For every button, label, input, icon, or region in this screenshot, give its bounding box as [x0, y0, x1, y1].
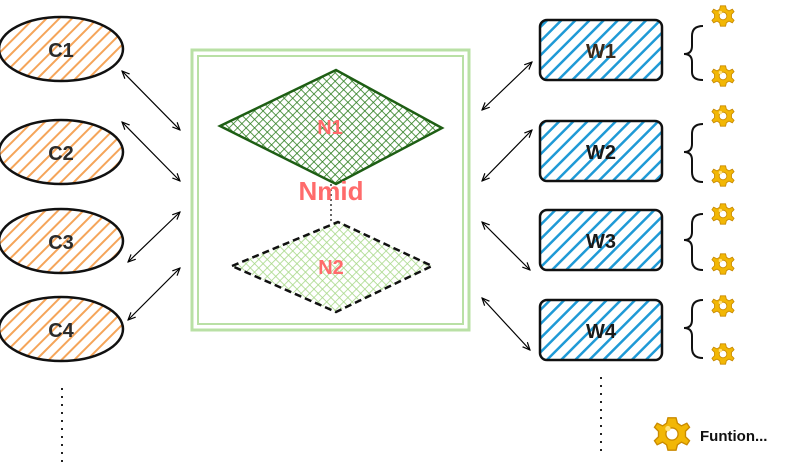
link-w2: [482, 130, 532, 181]
client-c1[interactable]: C1: [0, 15, 125, 83]
link-c2: [122, 122, 180, 181]
worker-braces: [683, 25, 704, 359]
brace-w1: [683, 25, 704, 81]
worker-links: [482, 62, 532, 350]
link-w4: [482, 298, 530, 350]
node-n2[interactable]: N2: [228, 220, 435, 314]
worker-w3-label: W3: [586, 231, 616, 253]
gear-icon: [711, 165, 735, 187]
gear-icon: [711, 295, 735, 317]
client-c4-label: C4: [48, 320, 74, 342]
brace-w2: [683, 123, 704, 183]
gear-icon: [711, 343, 735, 365]
legend-label: Funtion...: [700, 428, 767, 445]
gear-icon: [711, 105, 735, 127]
worker-w4[interactable]: W4: [538, 298, 664, 362]
worker-w2[interactable]: W2: [538, 119, 664, 183]
worker-w1-label: W1: [586, 41, 616, 63]
gear-icon: [711, 203, 735, 225]
link-w1: [482, 62, 532, 110]
node-nmid-label: Nmid: [299, 176, 364, 206]
link-w3: [482, 222, 530, 270]
client-c2-label: C2: [48, 143, 74, 165]
node-n1-label: N1: [317, 117, 343, 139]
worker-w3[interactable]: W3: [538, 208, 664, 272]
gear-icon: [653, 417, 691, 451]
client-c2[interactable]: C2: [0, 118, 125, 186]
gear-icon: [711, 65, 735, 87]
worker-w1[interactable]: W1: [538, 18, 664, 82]
node-n2-label: N2: [318, 257, 344, 279]
central-node-container: [190, 48, 471, 332]
node-n1[interactable]: N1: [217, 68, 445, 186]
client-c3[interactable]: C3: [0, 207, 125, 275]
gear-icon: [711, 5, 735, 27]
client-c3-label: C3: [48, 232, 74, 254]
brace-w3: [683, 213, 704, 271]
function-gears: [711, 5, 735, 365]
brace-w4: [683, 299, 704, 359]
worker-w2-label: W2: [586, 142, 616, 164]
legend: Funtion...: [653, 417, 767, 451]
client-links: [122, 71, 180, 320]
client-c4[interactable]: C4: [0, 295, 125, 363]
client-c1-label: C1: [48, 40, 74, 62]
worker-w4-label: W4: [586, 321, 617, 343]
gear-icon: [711, 253, 735, 275]
link-c4: [128, 268, 180, 320]
link-c1: [122, 71, 180, 130]
link-c3: [128, 212, 180, 262]
